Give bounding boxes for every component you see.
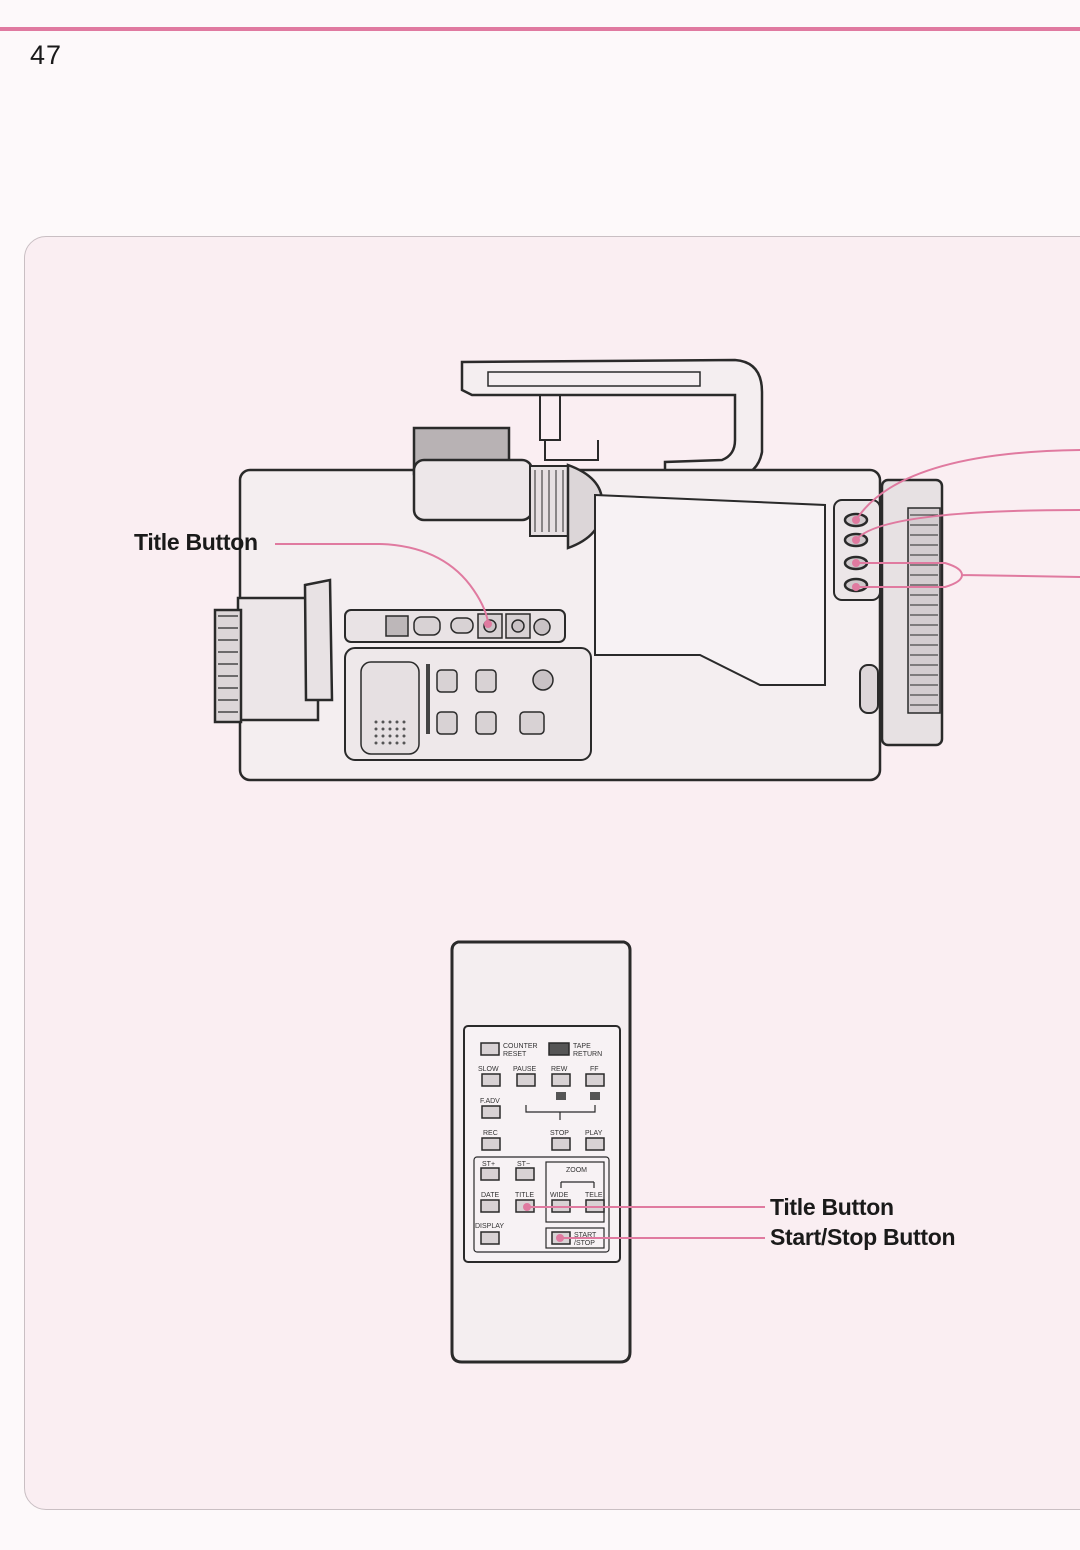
label-play: PLAY [585, 1130, 603, 1137]
page-number: 47 [30, 40, 63, 70]
label-wide: WIDE [550, 1192, 569, 1199]
label-zoom: ZOOM [566, 1167, 587, 1174]
label-start: START [574, 1232, 597, 1239]
rear-button-panel [833, 499, 881, 601]
eject-switch [859, 664, 879, 714]
camcorder-illustration [213, 358, 944, 782]
camera-title-button-callout: Title Button [134, 529, 258, 555]
remote-key-labels: COUNTER RESET TAPE RETURN SLOW PAUSE REW… [475, 1043, 603, 1247]
rear-leader-2 [855, 509, 1080, 541]
label-fadv: F.ADV [480, 1098, 500, 1105]
label-tape: TAPE [573, 1043, 591, 1050]
label-ff: FF [590, 1066, 599, 1073]
handle-grip [487, 371, 701, 387]
remote-keypad [463, 1025, 621, 1263]
label-stop: STOP [550, 1130, 569, 1137]
label-title: TITLE [515, 1192, 534, 1199]
rear-leader-1 [855, 449, 1080, 521]
label-return: RETURN [573, 1051, 602, 1058]
camera-title-leader [275, 543, 489, 623]
top-rule [0, 27, 1080, 31]
label-stop2: /STOP [574, 1240, 595, 1247]
camera-callout-lines [275, 449, 1080, 628]
remote-start-stop-button-callout: Start/Stop Button [770, 1224, 956, 1250]
rear-leader-3 [856, 562, 1080, 588]
label-display: DISPLAY [475, 1223, 504, 1230]
label-counter: COUNTER [503, 1043, 538, 1050]
label-slow: SLOW [478, 1066, 499, 1073]
label-rew: REW [551, 1066, 568, 1073]
label-rec: REC [483, 1130, 498, 1137]
label-st-plus: ST+ [482, 1161, 495, 1168]
label-date: DATE [481, 1192, 499, 1199]
lens-hood [303, 578, 334, 702]
label-tele: TELE [585, 1192, 603, 1199]
label-st-minus: ST− [517, 1161, 530, 1168]
side-cover [594, 493, 826, 686]
viewfinder-body [412, 458, 534, 522]
remote-title-button-callout: Title Button [770, 1194, 894, 1220]
label-pause: PAUSE [513, 1066, 537, 1073]
remote-callout-lines [523, 1203, 765, 1242]
lens-front [213, 608, 243, 724]
remote-illustration [450, 940, 632, 1364]
label-reset: RESET [503, 1051, 527, 1058]
